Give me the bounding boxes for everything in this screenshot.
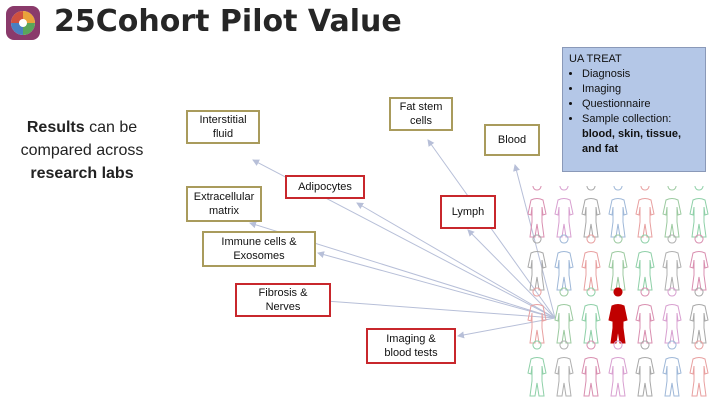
research-labs-bold: research labs — [30, 165, 134, 182]
arrow-to-lymph — [467, 229, 556, 319]
results-bold: Results — [26, 119, 85, 136]
ua-treat-info-box: UA TREAT Diagnosis Imaging Questionnaire… — [562, 47, 706, 172]
box-interstitial-fluid: Interstitial fluid — [186, 110, 260, 144]
arrow-to-blood — [513, 164, 556, 319]
info-heading: UA TREAT — [569, 53, 622, 65]
person-icon — [635, 287, 655, 344]
arrow-to-immune — [317, 251, 556, 319]
cohort-people-grid — [527, 186, 709, 397]
page-title: 25Cohort Pilot Value — [54, 4, 402, 39]
person-icon — [554, 287, 574, 344]
person-icon — [689, 340, 709, 397]
box-fibrosis-nerves: Fibrosis & Nerves — [235, 283, 331, 317]
info-item: Sample collection: — [582, 112, 699, 127]
info-bold-line: blood, skin, tissue, and fat — [582, 128, 682, 155]
person-icon — [527, 234, 547, 291]
person-icon — [662, 186, 682, 238]
info-list: Diagnosis Imaging Questionnaire Sample c… — [569, 67, 699, 127]
results-statement: Results can be compared across research … — [8, 116, 156, 185]
person-icon — [608, 234, 628, 291]
box-lymph: Lymph — [440, 195, 496, 229]
box-fat-stem-cells: Fat stem cells — [389, 97, 453, 131]
box-adipocytes: Adipocytes — [285, 175, 365, 199]
person-icon — [581, 340, 601, 397]
person-icon — [527, 186, 547, 238]
app-logo-icon — [6, 6, 40, 40]
arrow-to-fat-stem — [427, 139, 556, 319]
info-item: Questionnaire — [582, 97, 699, 112]
person-icon — [608, 340, 628, 397]
person-icon — [527, 340, 547, 397]
person-icon — [554, 340, 574, 397]
person-icon — [689, 287, 709, 344]
person-icon — [689, 186, 709, 238]
person-icon — [581, 234, 601, 291]
arrow-to-adipocytes — [356, 202, 556, 319]
person-icon — [662, 234, 682, 291]
arrow-to-fibrosis — [311, 296, 556, 319]
person-icon — [635, 234, 655, 291]
results-text: can be compared across — [20, 119, 144, 159]
person-icon — [581, 287, 601, 344]
person-icon — [662, 340, 682, 397]
highlighted-person-icon — [608, 287, 628, 344]
person-icon — [554, 234, 574, 291]
box-immune-cells-exosomes: Immune cells & Exosomes — [202, 231, 316, 267]
box-extracellular-matrix: Extracellular matrix — [186, 186, 262, 222]
box-imaging-blood-tests: Imaging & blood tests — [366, 328, 456, 364]
person-icon — [662, 287, 682, 344]
person-icon — [608, 186, 628, 238]
person-icon — [635, 186, 655, 238]
person-icon — [635, 340, 655, 397]
box-blood: Blood — [484, 124, 540, 156]
arrow-to-imaging — [457, 317, 556, 339]
person-icon — [527, 287, 547, 344]
person-icon — [689, 234, 709, 291]
info-item: Imaging — [582, 82, 699, 97]
person-icon — [554, 186, 574, 238]
info-item: Diagnosis — [582, 67, 699, 82]
person-icon — [581, 186, 601, 238]
